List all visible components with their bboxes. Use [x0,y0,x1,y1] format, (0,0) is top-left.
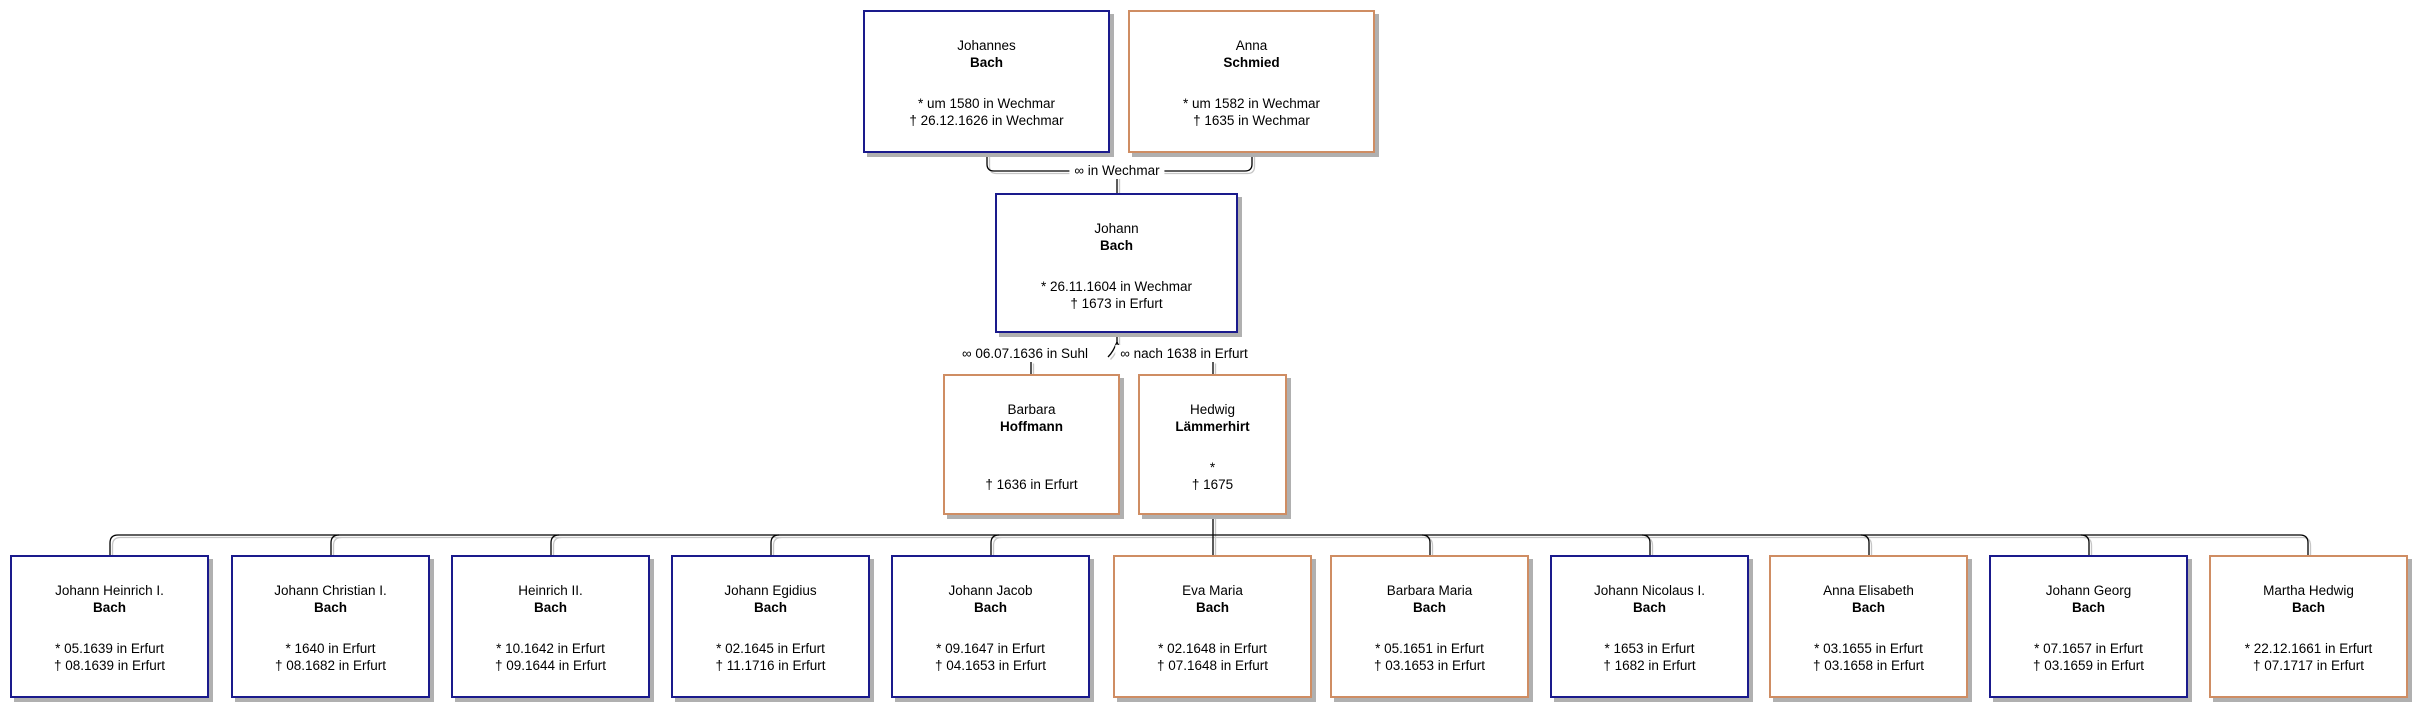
person-birth: * 1653 in Erfurt [1604,641,1695,656]
person-birth: * 03.1655 in Erfurt [1814,641,1923,656]
box-spacer [945,435,1118,459]
person-given-name: Johann Jacob [948,583,1033,598]
person-given-name: Heinrich II. [518,583,583,598]
person-box-johann-egidius-bach[interactable]: Johann Egidius Bach * 02.1645 in Erfurt … [671,555,870,698]
person-surname: Bach [1632,600,1666,615]
person-birth: * 02.1648 in Erfurt [1158,641,1267,656]
person-given-name: Johann Christian I. [274,583,387,598]
person-birth: * 10.1642 in Erfurt [496,641,605,656]
person-birth: * 02.1645 in Erfurt [716,641,825,656]
marriage-label-parents: ∞ in Wechmar [1069,162,1165,179]
person-surname: Bach [533,600,567,615]
person-death: † 03.1653 in Erfurt [1373,658,1486,673]
box-spacer [997,254,1236,278]
person-birth: * 09.1647 in Erfurt [936,641,1045,656]
person-box-barbara-hoffmann[interactable]: Barbara Hoffmann † 1636 in Erfurt [943,374,1120,515]
person-birth: * 22.12.1661 in Erfurt [2244,641,2373,656]
person-surname: Bach [973,600,1007,615]
person-given-name: Anna Elisabeth [1823,583,1914,598]
person-surname: Bach [92,600,126,615]
person-death: † 11.1716 in Erfurt [715,658,826,673]
person-box-anna-schmied[interactable]: Anna Schmied * um 1582 in Wechmar † 1635… [1128,10,1375,153]
person-given-name: Eva Maria [1182,583,1243,598]
person-box-johann-jacob-bach[interactable]: Johann Jacob Bach * 09.1647 in Erfurt † … [891,555,1090,698]
box-spacer [865,71,1108,95]
person-birth: * 05.1639 in Erfurt [55,641,164,656]
box-spacer [893,616,1088,640]
person-death: † 08.1682 in Erfurt [274,658,387,673]
person-box-johann-heinrich-i-bach[interactable]: Johann Heinrich I. Bach * 05.1639 in Erf… [10,555,209,698]
person-box-johannes-bach[interactable]: Johannes Bach * um 1580 in Wechmar † 26.… [863,10,1110,153]
person-birth: * [1209,460,1216,475]
person-given-name: Barbara Maria [1386,583,1473,598]
person-birth: * um 1582 in Wechmar [1182,96,1321,111]
box-spacer [1991,616,2186,640]
person-given-name: Johann Egidius [724,583,817,598]
person-death: † 09.1644 in Erfurt [494,658,607,673]
person-given-name: Martha Hedwig [2263,583,2354,598]
box-spacer [673,616,868,640]
person-surname: Bach [1851,600,1885,615]
person-death: † 03.1658 in Erfurt [1812,658,1925,673]
person-box-eva-maria-bach[interactable]: Eva Maria Bach * 02.1648 in Erfurt † 07.… [1113,555,1312,698]
person-given-name: Hedwig [1189,402,1236,417]
person-surname: Hoffmann [1000,419,1063,434]
person-box-johann-bach[interactable]: Johann Bach * 26.11.1604 in Wechmar † 16… [995,193,1238,333]
person-surname: Bach [753,600,787,615]
person-death: † 26.12.1626 in Wechmar [909,113,1064,128]
person-surname: Bach [2291,600,2325,615]
box-spacer [453,616,648,640]
person-death: † 04.1653 in Erfurt [934,658,1047,673]
box-spacer [233,616,428,640]
person-death: † 07.1648 in Erfurt [1156,658,1269,673]
person-surname: Bach [1195,600,1229,615]
box-spacer [1771,616,1966,640]
box-spacer [2211,616,2406,640]
person-surname: Bach [2071,600,2105,615]
person-death: † 1673 in Erfurt [1070,296,1163,311]
box-spacer [1115,616,1310,640]
person-surname: Bach [313,600,347,615]
person-given-name: Johann Nicolaus I. [1593,583,1706,598]
person-birth: * 1640 in Erfurt [285,641,376,656]
person-box-barbara-maria-bach[interactable]: Barbara Maria Bach * 05.1651 in Erfurt †… [1330,555,1529,698]
person-birth: * um 1580 in Wechmar [917,96,1056,111]
person-death: † 1682 in Erfurt [1603,658,1696,673]
person-surname: Bach [1099,238,1133,253]
person-birth: * 05.1651 in Erfurt [1375,641,1484,656]
person-box-johann-nicolaus-i-bach[interactable]: Johann Nicolaus I. Bach * 1653 in Erfurt… [1550,555,1749,698]
person-death: † 07.1717 in Erfurt [2252,658,2365,673]
person-birth [945,459,1118,476]
person-box-hedwig-laemmerhirt[interactable]: Hedwig Lämmerhirt * † 1675 [1138,374,1287,515]
box-spacer [1332,616,1527,640]
person-death: † 03.1659 in Erfurt [2032,658,2145,673]
person-box-johann-georg-bach[interactable]: Johann Georg Bach * 07.1657 in Erfurt † … [1989,555,2188,698]
person-box-anna-elisabeth-bach[interactable]: Anna Elisabeth Bach * 03.1655 in Erfurt … [1769,555,1968,698]
person-surname: Schmied [1223,55,1280,70]
person-death: † 08.1639 in Erfurt [53,658,166,673]
person-given-name: Johann [1094,221,1139,236]
person-box-martha-hedwig-bach[interactable]: Martha Hedwig Bach * 22.12.1661 in Erfur… [2209,555,2408,698]
marriage-label-second: ∞ nach 1638 in Erfurt [1115,345,1253,362]
person-given-name: Barbara [1007,402,1056,417]
person-death: † 1636 in Erfurt [985,477,1078,492]
person-box-johann-christian-i-bach[interactable]: Johann Christian I. Bach * 1640 in Erfur… [231,555,430,698]
box-spacer [1130,71,1373,95]
person-death: † 1675 [1191,477,1234,492]
box-spacer [1552,616,1747,640]
person-given-name: Johann Georg [2045,583,2132,598]
box-spacer [12,616,207,640]
person-surname: Bach [969,55,1003,70]
marriage-label-first: ∞ 06.07.1636 in Suhl [957,345,1093,362]
box-spacer [1140,435,1285,459]
person-box-heinrich-ii-bach[interactable]: Heinrich II. Bach * 10.1642 in Erfurt † … [451,555,650,698]
person-birth: * 26.11.1604 in Wechmar [1040,279,1193,294]
person-given-name: Johannes [957,38,1016,53]
person-given-name: Johann Heinrich I. [55,583,164,598]
person-death: † 1635 in Wechmar [1193,113,1310,128]
person-birth: * 07.1657 in Erfurt [2034,641,2143,656]
person-given-name: Anna [1235,38,1268,53]
person-surname: Bach [1412,600,1446,615]
person-surname: Lämmerhirt [1175,419,1250,434]
